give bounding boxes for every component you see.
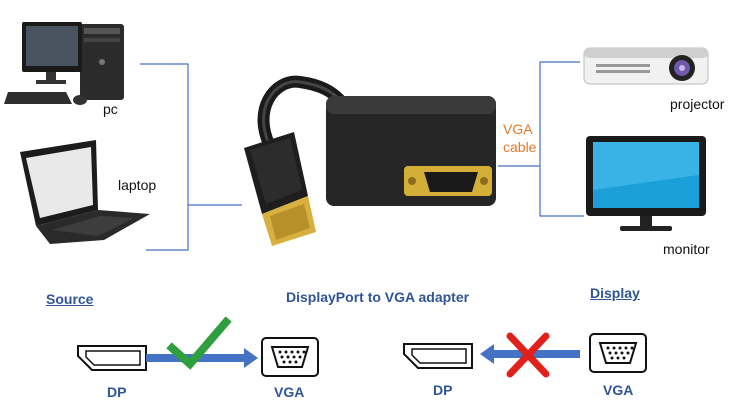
cable-label-line2: cable [503, 139, 537, 155]
projector-illustration [583, 47, 709, 85]
cross-icon [506, 332, 550, 378]
laptop-illustration [20, 140, 150, 244]
vga-port-icon-right [589, 333, 647, 373]
display-heading: Display [590, 285, 640, 301]
dp-label-left: DP [107, 384, 127, 400]
display-connector-lines [498, 61, 584, 217]
dp-port-icon-right [403, 343, 473, 369]
monitor-illustration [586, 136, 706, 231]
vga-label-right: VGA [603, 382, 634, 398]
cable-label-line1: VGA [503, 121, 533, 137]
monitor-label: monitor [663, 241, 710, 257]
dp-port-icon-left [77, 345, 147, 371]
check-icon [166, 316, 232, 370]
laptop-label: laptop [118, 177, 157, 193]
vga-port-icon-left [261, 337, 319, 377]
source-connector-lines [140, 63, 242, 251]
dp-label-right: DP [433, 382, 453, 398]
projector-label: projector [670, 96, 725, 112]
vga-label-left: VGA [274, 384, 305, 400]
adapter-illustration [244, 75, 496, 246]
adapter-heading: DisplayPort to VGA adapter [286, 289, 470, 305]
arrow-vga-to-dp [480, 344, 580, 364]
pc-illustration [4, 22, 124, 105]
pc-label: pc [103, 101, 118, 117]
source-heading: Source [46, 291, 94, 307]
